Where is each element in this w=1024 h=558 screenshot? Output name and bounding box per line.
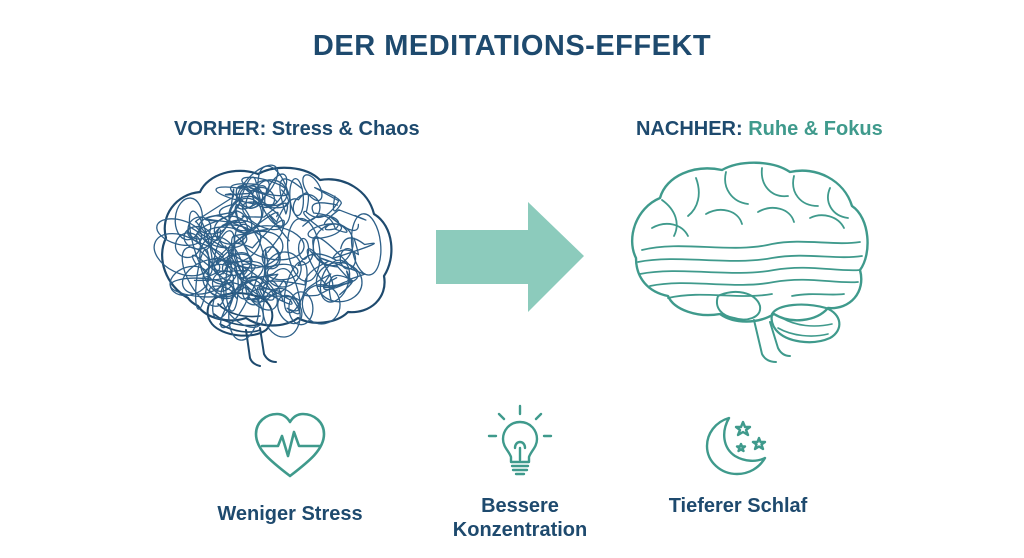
scribble-line (222, 219, 285, 275)
page-title: DER MEDITATIONS-EFFEKT (312, 30, 712, 62)
benefit-line2: Konzentration (452, 519, 588, 541)
scribble-loop (307, 223, 343, 239)
lightbulb-icon (487, 404, 553, 476)
scribble-line (305, 186, 342, 219)
benefit-item: Bessere Konzentration (440, 404, 600, 542)
benefit-line1: Bessere (481, 495, 559, 517)
scribble-loop (261, 246, 281, 270)
before-text: Stress & Chaos (271, 118, 420, 140)
moon-stars-icon (705, 416, 767, 476)
scribble-line (229, 183, 290, 209)
scribble-loop (262, 287, 301, 338)
benefit-label: Tieferer Schlaf (658, 494, 818, 518)
scribble-line (224, 176, 270, 207)
scribble-loop (315, 261, 363, 303)
tangled-brain-icon (153, 164, 393, 367)
scribble-line (197, 211, 279, 266)
before-prefix: VORHER: (174, 118, 267, 140)
scribble-loop (350, 213, 382, 276)
scribble-line (302, 273, 354, 302)
scribble-line (238, 249, 279, 284)
scribble-loop (174, 197, 204, 241)
scribble-loop (319, 259, 351, 303)
benefit-line1: Weniger Stress (217, 503, 363, 525)
right-arrow-icon (436, 202, 584, 312)
scribble-line (311, 202, 360, 233)
scribble-loop (301, 283, 341, 325)
scribble-loop (242, 225, 305, 261)
benefit-line1: Tieferer Schlaf (668, 495, 808, 517)
scribble-loop (181, 258, 233, 295)
benefit-item: Tieferer Schlaf (658, 412, 818, 518)
calm-brain-icon (631, 161, 869, 363)
after-label: NACHHER: Ruhe & Fokus (636, 118, 883, 141)
scribble-line (302, 209, 367, 231)
scribble-line (247, 274, 287, 303)
scribble-line (206, 209, 268, 250)
scribble-loop (312, 223, 354, 267)
scribble-loop (266, 263, 299, 281)
benefit-label: Weniger Stress (210, 502, 370, 526)
after-prefix: NACHHER: (636, 118, 743, 140)
scribble-line (187, 226, 228, 278)
scribble-line (233, 268, 301, 315)
scribble-line (206, 178, 303, 224)
before-label: VORHER: Stress & Chaos (174, 118, 420, 141)
heart-pulse-icon (254, 412, 326, 478)
benefit-item: Weniger Stress (210, 412, 370, 526)
after-text: Ruhe & Fokus (748, 118, 883, 140)
scribble-loop (289, 177, 305, 217)
scribble-line (268, 192, 324, 242)
scribble-line (297, 236, 359, 288)
benefit-label: Bessere Konzentration (440, 494, 600, 542)
scribble-line (194, 188, 244, 241)
scribble-loop (220, 282, 264, 328)
scribble-loop (233, 223, 266, 287)
scribble-loop (219, 286, 250, 329)
scribble-loop (241, 279, 265, 306)
scribble-loop (302, 174, 323, 202)
